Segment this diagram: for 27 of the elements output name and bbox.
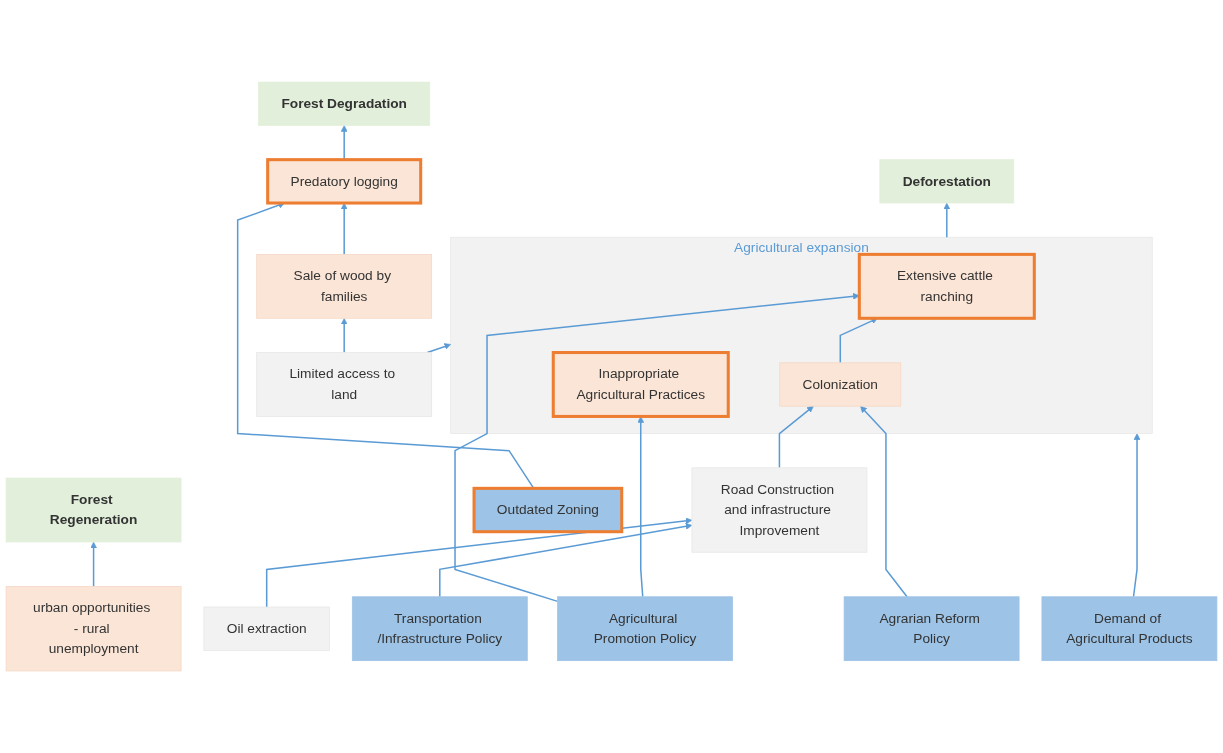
- node-box: Limited access to land: [256, 352, 433, 417]
- node-box: Outdated Zoning: [472, 486, 624, 534]
- node-box: Inappropriate Agricultural Practices: [551, 351, 730, 418]
- arrow: [1132, 433, 1141, 598]
- arrow: [340, 318, 348, 354]
- arrow: [426, 343, 451, 354]
- node-box: Demand of Agricultural Products: [1041, 596, 1218, 662]
- node-box: Deforestation: [879, 159, 1015, 204]
- arrow: [265, 517, 693, 608]
- arrow: [637, 416, 645, 598]
- node-box: Colonization: [779, 362, 902, 407]
- node-box: Oil extraction: [203, 606, 330, 651]
- node-box: Forest Degradation: [258, 81, 431, 126]
- node-box: Extensive cattle ranching: [857, 252, 1036, 320]
- arrow: [90, 541, 97, 588]
- node-box: Predatory logging: [266, 158, 423, 205]
- node-box: Agrarian Reform Policy: [843, 596, 1020, 662]
- node-box: Agricultural Promotion Policy: [557, 596, 733, 662]
- node-box: Transportation /Infrastructure Policy: [351, 596, 528, 662]
- arrow: [439, 523, 693, 598]
- node-box: urban opportunities - rural unemployment: [5, 586, 182, 672]
- arrow: [943, 202, 951, 239]
- node-box: Sale of wood by families: [256, 254, 433, 319]
- arrow: [860, 405, 908, 598]
- node-box: Forest Regeneration: [5, 477, 182, 543]
- node-box: Road Construction and infrastructure Improvement: [691, 467, 868, 553]
- arrow: [778, 405, 814, 469]
